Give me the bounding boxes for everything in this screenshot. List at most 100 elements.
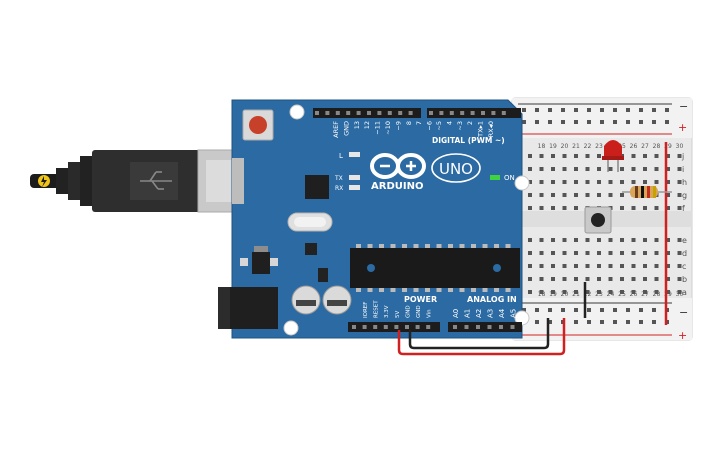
breadboard-hole[interactable] [562,290,567,294]
rail-hole[interactable] [587,320,591,324]
rail-hole[interactable] [561,108,565,112]
breadboard-hole[interactable] [551,180,555,184]
rail-hole[interactable] [600,120,604,124]
power-header[interactable] [348,322,440,332]
rail-hole[interactable] [600,320,604,324]
breadboard-hole[interactable] [631,277,636,281]
breadboard-hole[interactable] [562,193,567,197]
breadboard-hole[interactable] [631,167,636,171]
breadboard-hole[interactable] [597,290,601,294]
rail-hole[interactable] [522,308,526,312]
breadboard-hole[interactable] [539,193,544,197]
breadboard-hole[interactable] [677,277,682,281]
breadboard-hole[interactable] [677,206,682,210]
breadboard-hole[interactable] [562,238,567,242]
breadboard-hole[interactable] [654,206,659,210]
rail-hole[interactable] [613,120,617,124]
breadboard-hole[interactable] [620,206,624,210]
rail-hole[interactable] [574,108,578,112]
header-hole[interactable] [415,325,420,329]
breadboard-hole[interactable] [562,167,567,171]
breadboard-hole[interactable] [585,180,590,184]
breadboard-hole[interactable] [643,167,647,171]
rail-hole[interactable] [626,320,630,324]
breadboard-hole[interactable] [677,290,682,294]
header-hole[interactable] [408,111,413,115]
header-hole[interactable] [405,325,409,329]
breadboard-hole[interactable] [539,154,544,158]
breadboard-hole[interactable] [528,264,532,268]
breadboard-hole[interactable] [574,238,578,242]
breadboard-hole[interactable] [666,193,670,197]
breadboard-hole[interactable] [574,154,578,158]
header-hole[interactable] [367,111,371,115]
breadboard-hole[interactable] [631,154,636,158]
header-hole[interactable] [470,111,475,115]
header-hole[interactable] [449,111,454,115]
breadboard-hole[interactable] [528,193,532,197]
breadboard-hole[interactable] [528,238,532,242]
header-hole[interactable] [383,325,388,329]
breadboard-hole[interactable] [551,167,555,171]
breadboard-hole[interactable] [585,238,590,242]
header-hole[interactable] [335,111,340,115]
power-barrel-jack[interactable] [218,287,278,329]
breadboard-hole[interactable] [643,277,647,281]
breadboard-hole[interactable] [574,277,578,281]
breadboard-hole[interactable] [677,251,682,255]
header-hole[interactable] [476,325,480,329]
header-hole[interactable] [439,111,444,115]
header-hole[interactable] [491,111,496,115]
breadboard-hole[interactable] [608,277,613,281]
rail-hole[interactable] [587,108,591,112]
rail-hole[interactable] [652,120,656,124]
breadboard-hole[interactable] [620,180,624,184]
rail-hole[interactable] [548,108,552,112]
breadboard-hole[interactable] [585,290,590,294]
header-hole[interactable] [387,111,392,115]
breadboard-hole[interactable] [528,277,532,281]
breadboard-hole[interactable] [608,193,613,197]
reset-button[interactable] [242,109,274,141]
breadboard-hole[interactable] [654,290,659,294]
header-hole[interactable] [426,325,431,329]
breadboard-hole[interactable] [677,193,682,197]
breadboard-hole[interactable] [574,193,578,197]
header-hole[interactable] [356,111,361,115]
rail-hole[interactable] [574,308,578,312]
wire-gnd-black[interactable] [408,318,550,350]
header-hole[interactable] [352,325,356,329]
breadboard-hole[interactable] [539,167,544,171]
header-hole[interactable] [487,325,492,329]
breadboard-hole[interactable] [528,290,532,294]
wire-5v-red[interactable] [397,318,566,356]
usb-cable[interactable] [30,149,247,213]
breadboard-hole[interactable] [585,251,590,255]
breadboard-hole[interactable] [539,206,544,210]
breadboard-hole[interactable] [666,238,670,242]
breadboard-hole[interactable] [562,180,567,184]
rail-hole[interactable] [639,308,643,312]
rail-hole[interactable] [535,120,539,124]
breadboard-hole[interactable] [643,180,647,184]
breadboard-hole[interactable] [539,290,544,294]
breadboard-hole[interactable] [574,290,578,294]
header-hole[interactable] [325,111,330,115]
rail-hole[interactable] [613,320,617,324]
breadboard-hole[interactable] [654,264,659,268]
breadboard-hole[interactable] [597,193,601,197]
rail-hole[interactable] [600,108,604,112]
breadboard-hole[interactable] [620,277,624,281]
breadboard-hole[interactable] [677,180,682,184]
header-hole[interactable] [315,111,319,115]
breadboard-hole[interactable] [677,154,682,158]
breadboard-hole[interactable] [620,167,624,171]
breadboard-hole[interactable] [677,264,682,268]
breadboard-hole[interactable] [597,277,601,281]
rail-hole[interactable] [613,308,617,312]
header-hole[interactable] [398,111,403,115]
breadboard-hole[interactable] [539,180,544,184]
breadboard-hole[interactable] [562,251,567,255]
breadboard-hole[interactable] [654,251,659,255]
header-hole[interactable] [453,325,457,329]
